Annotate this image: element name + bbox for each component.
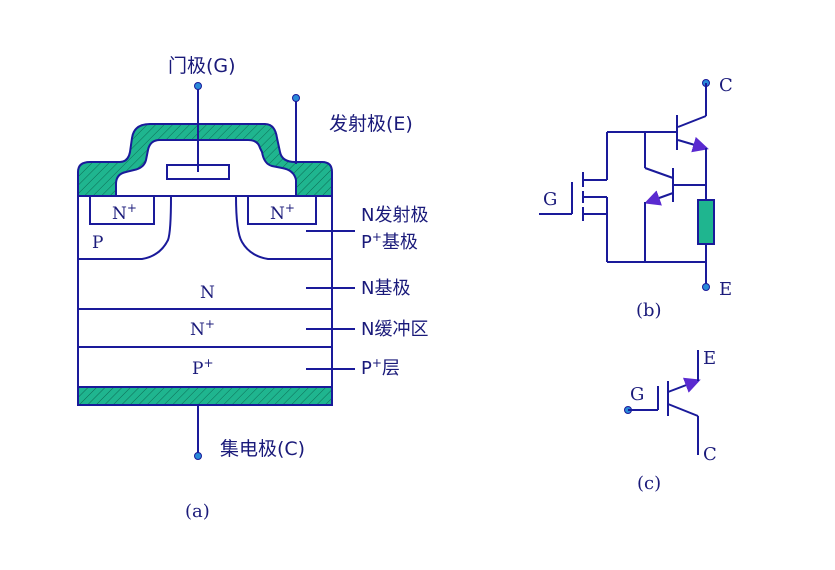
collector-terminal [194, 452, 202, 460]
n-plus-left-region [89, 196, 155, 225]
region-n-buffer: N+ [190, 317, 215, 340]
collector-metal [77, 386, 333, 406]
panel-b-equivalent-circuit [539, 79, 715, 291]
annotation-n-emitter: N发射极 [361, 205, 428, 226]
p-well-left [78, 195, 172, 260]
c-collector-diagonal [667, 403, 699, 417]
emitter-terminal [292, 94, 300, 102]
region-n-plus-right: N+ [270, 201, 295, 224]
n-plus-right-region [247, 196, 317, 225]
panel-a-cross-section [77, 82, 355, 460]
b-collector-label: C [719, 75, 733, 96]
emitter-label: 发射极(E) [329, 113, 413, 135]
b-upper-transistor-emitter [677, 136, 709, 153]
region-n-base: N [200, 283, 215, 303]
top-metal-layer [77, 123, 333, 197]
panel-c-igbt-symbol [624, 350, 701, 455]
caption-b: (b) [636, 300, 662, 321]
region-p-plus-layer: P+ [192, 356, 214, 379]
c-emitter-diagonal [667, 377, 701, 393]
annotation-n-buffer: N缓冲区 [361, 319, 428, 340]
b-emitter-terminal [702, 283, 710, 291]
b-upper-transistor-collector [677, 115, 707, 128]
b-lower-transistor-emitter [644, 190, 674, 206]
collector-label: 集电极(C) [220, 438, 305, 460]
annotation-p-base: P+基极 [361, 230, 418, 253]
gate-terminal [194, 82, 202, 90]
b-gate-label: G [543, 189, 557, 210]
region-n-plus-left: N+ [112, 201, 137, 224]
c-collector-label: C [703, 444, 717, 465]
region-p-left: P [92, 233, 103, 253]
c-emitter-label: E [703, 348, 716, 369]
annotation-p-layer: P+层 [361, 356, 400, 379]
p-well-right [235, 195, 332, 260]
gate-label: 门极(G) [168, 55, 236, 77]
caption-c: (c) [637, 473, 661, 494]
caption-a: (a) [185, 501, 210, 522]
b-emitter-label: E [719, 279, 732, 300]
b-resistor [697, 199, 715, 245]
b-lower-transistor-collector [644, 167, 674, 179]
c-gate-label: G [630, 384, 644, 405]
annotation-n-base: N基极 [361, 278, 410, 299]
